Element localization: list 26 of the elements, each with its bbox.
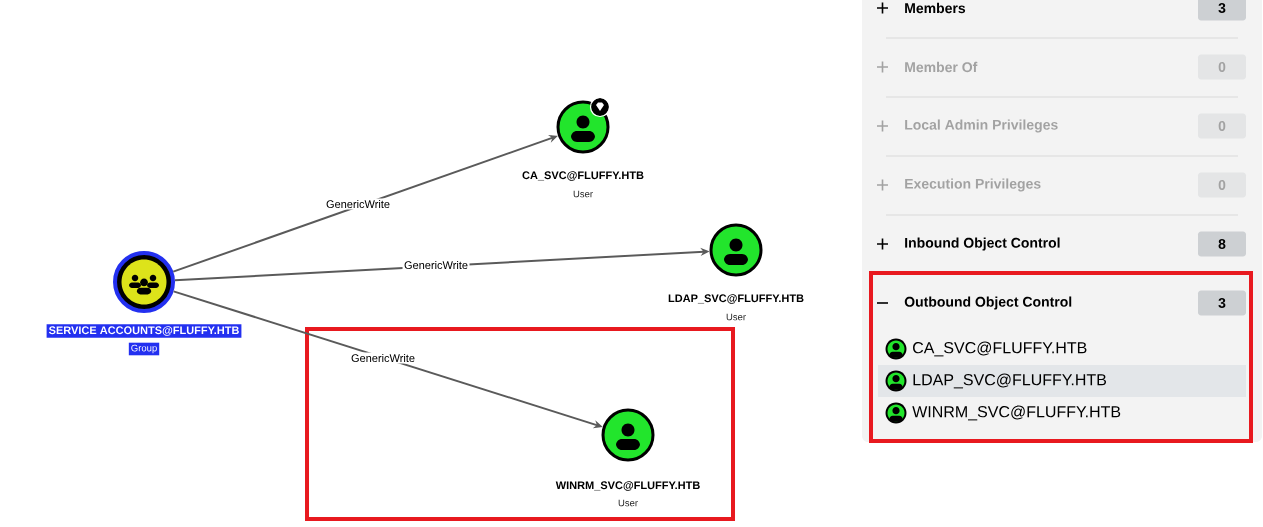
list-item: CA_SVC@FLUFFY.HTB [913,341,1087,357]
count-badge: 0 [1198,54,1246,80]
edge-label: GenericWrite [402,259,470,271]
node-subtitle: User [573,190,593,198]
count-badge: 0 [1198,113,1246,139]
section-title: Local Admin Privileges [905,119,1058,133]
count-badge: 8 [1198,231,1246,257]
edge-label: GenericWrite [324,198,392,210]
section-title: Outbound Object Control [904,296,1072,310]
node-label: WINRM_SVC@FLUFFY.HTB [555,481,700,491]
node-subtitle: User [726,313,746,321]
list-item: LDAP_SVC@FLUFFY.HTB [913,373,1107,389]
list-item: WINRM_SVC@FLUFFY.HTB [912,405,1121,421]
section-title: Execution Privileges [905,178,1041,192]
count-badge: 3 [1198,290,1246,316]
node-label: LDAP_SVC@FLUFFY.HTB [668,294,804,304]
section-title: Member Of [905,61,978,73]
count-badge: 3 [1198,0,1246,21]
node-label: SERVICE ACCOUNTS@FLUFFY.HTB [46,324,242,338]
node-subtitle: User [618,499,638,507]
count-badge: 0 [1198,172,1246,198]
section-title: Inbound Object Control [905,237,1060,251]
edge-label: GenericWrite [349,352,417,364]
node-label: CA_SVC@FLUFFY.HTB [522,171,644,181]
node-subtitle: Group [128,342,160,356]
section-title: Members [905,2,966,14]
